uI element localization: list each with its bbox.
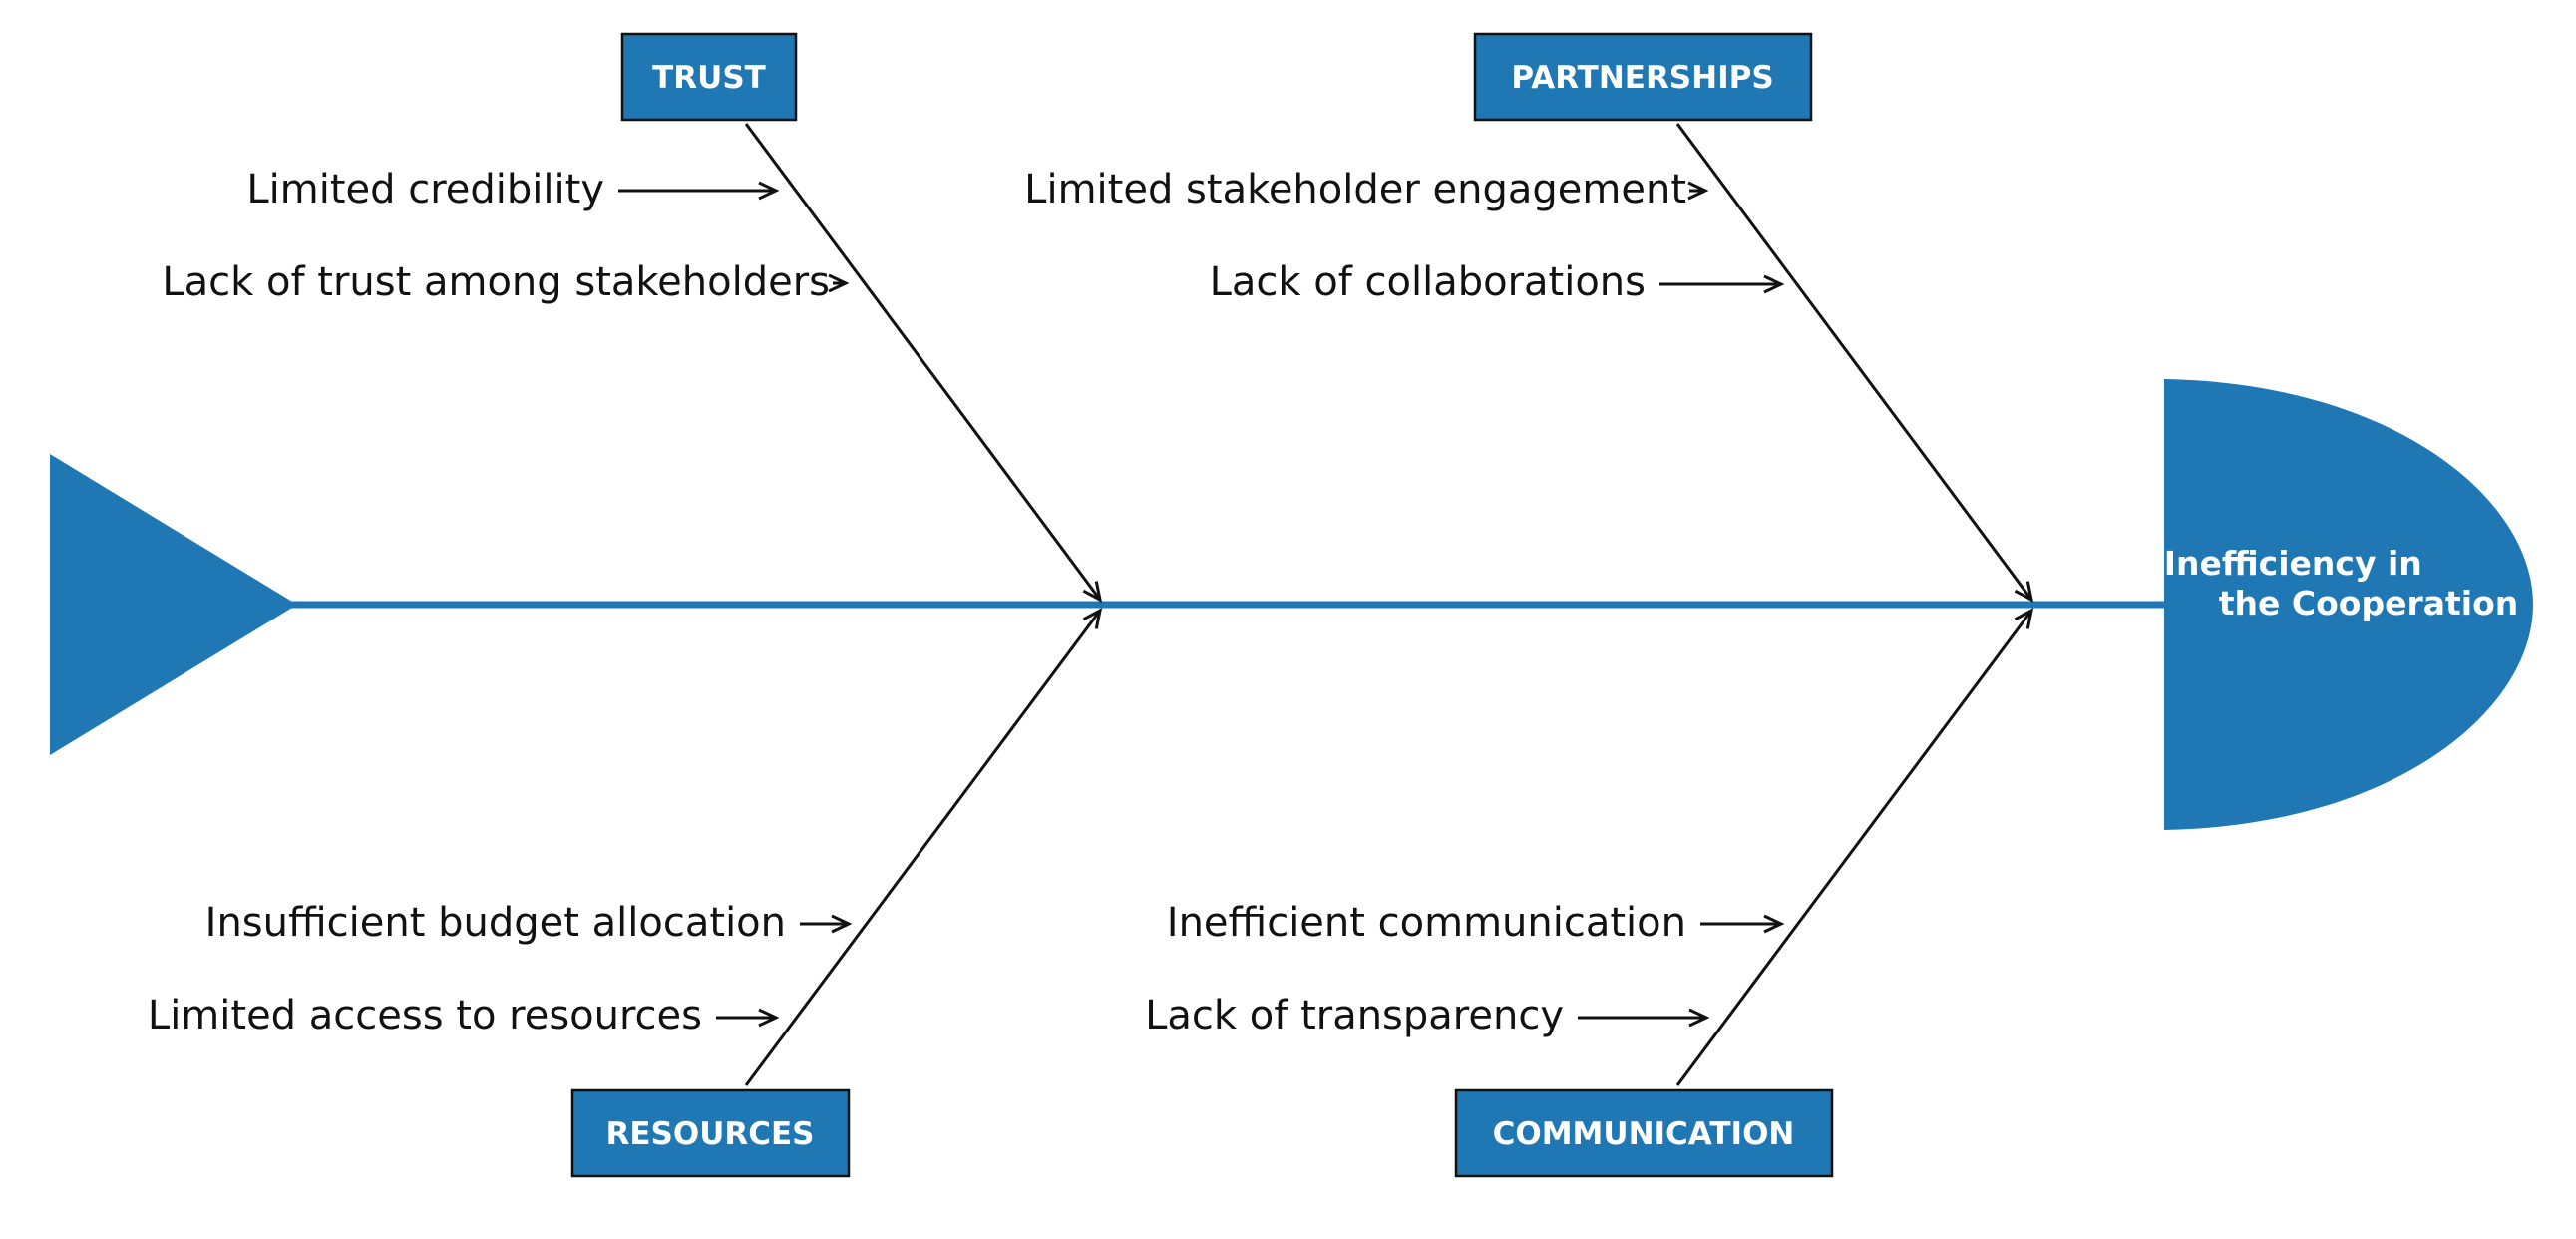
bone-trust	[744, 123, 1100, 600]
cause-lack-of-transparency: Lack of transparency	[1145, 993, 1564, 1038]
category-label-resources: RESOURCES	[605, 1116, 814, 1152]
fish-head	[2164, 379, 2533, 830]
cause-insufficient-budget: Insufficient budget allocation	[205, 900, 786, 946]
cause-lack-of-collaborations: Lack of collaborations	[1210, 259, 1646, 305]
cause-limited-access-resources: Limited access to resources	[148, 993, 702, 1038]
bone-partnerships	[1675, 123, 2031, 600]
category-label-partnerships: PARTNERSHIPS	[1511, 60, 1773, 96]
bone-communication	[1675, 611, 2031, 1086]
effect-label: Inefficiency in the Cooperation	[2164, 544, 2519, 622]
cause-lack-of-trust: Lack of trust among stakeholders	[162, 259, 830, 305]
cause-limited-stakeholder-engagement: Limited stakeholder engagement	[1024, 167, 1686, 212]
category-communication: COMMUNICATION	[1454, 1088, 1834, 1178]
category-resources: RESOURCES	[570, 1088, 851, 1178]
category-label-trust: TRUST	[652, 60, 766, 96]
category-trust: TRUST	[620, 32, 798, 122]
fish-tail	[50, 454, 297, 755]
category-partnerships: PARTNERSHIPS	[1473, 32, 1813, 122]
cause-inefficient-communication: Inefficient communication	[1167, 900, 1686, 946]
bone-resources	[744, 611, 1100, 1086]
cause-limited-credibility: Limited credibility	[246, 167, 604, 212]
category-label-communication: COMMUNICATION	[1493, 1116, 1795, 1152]
